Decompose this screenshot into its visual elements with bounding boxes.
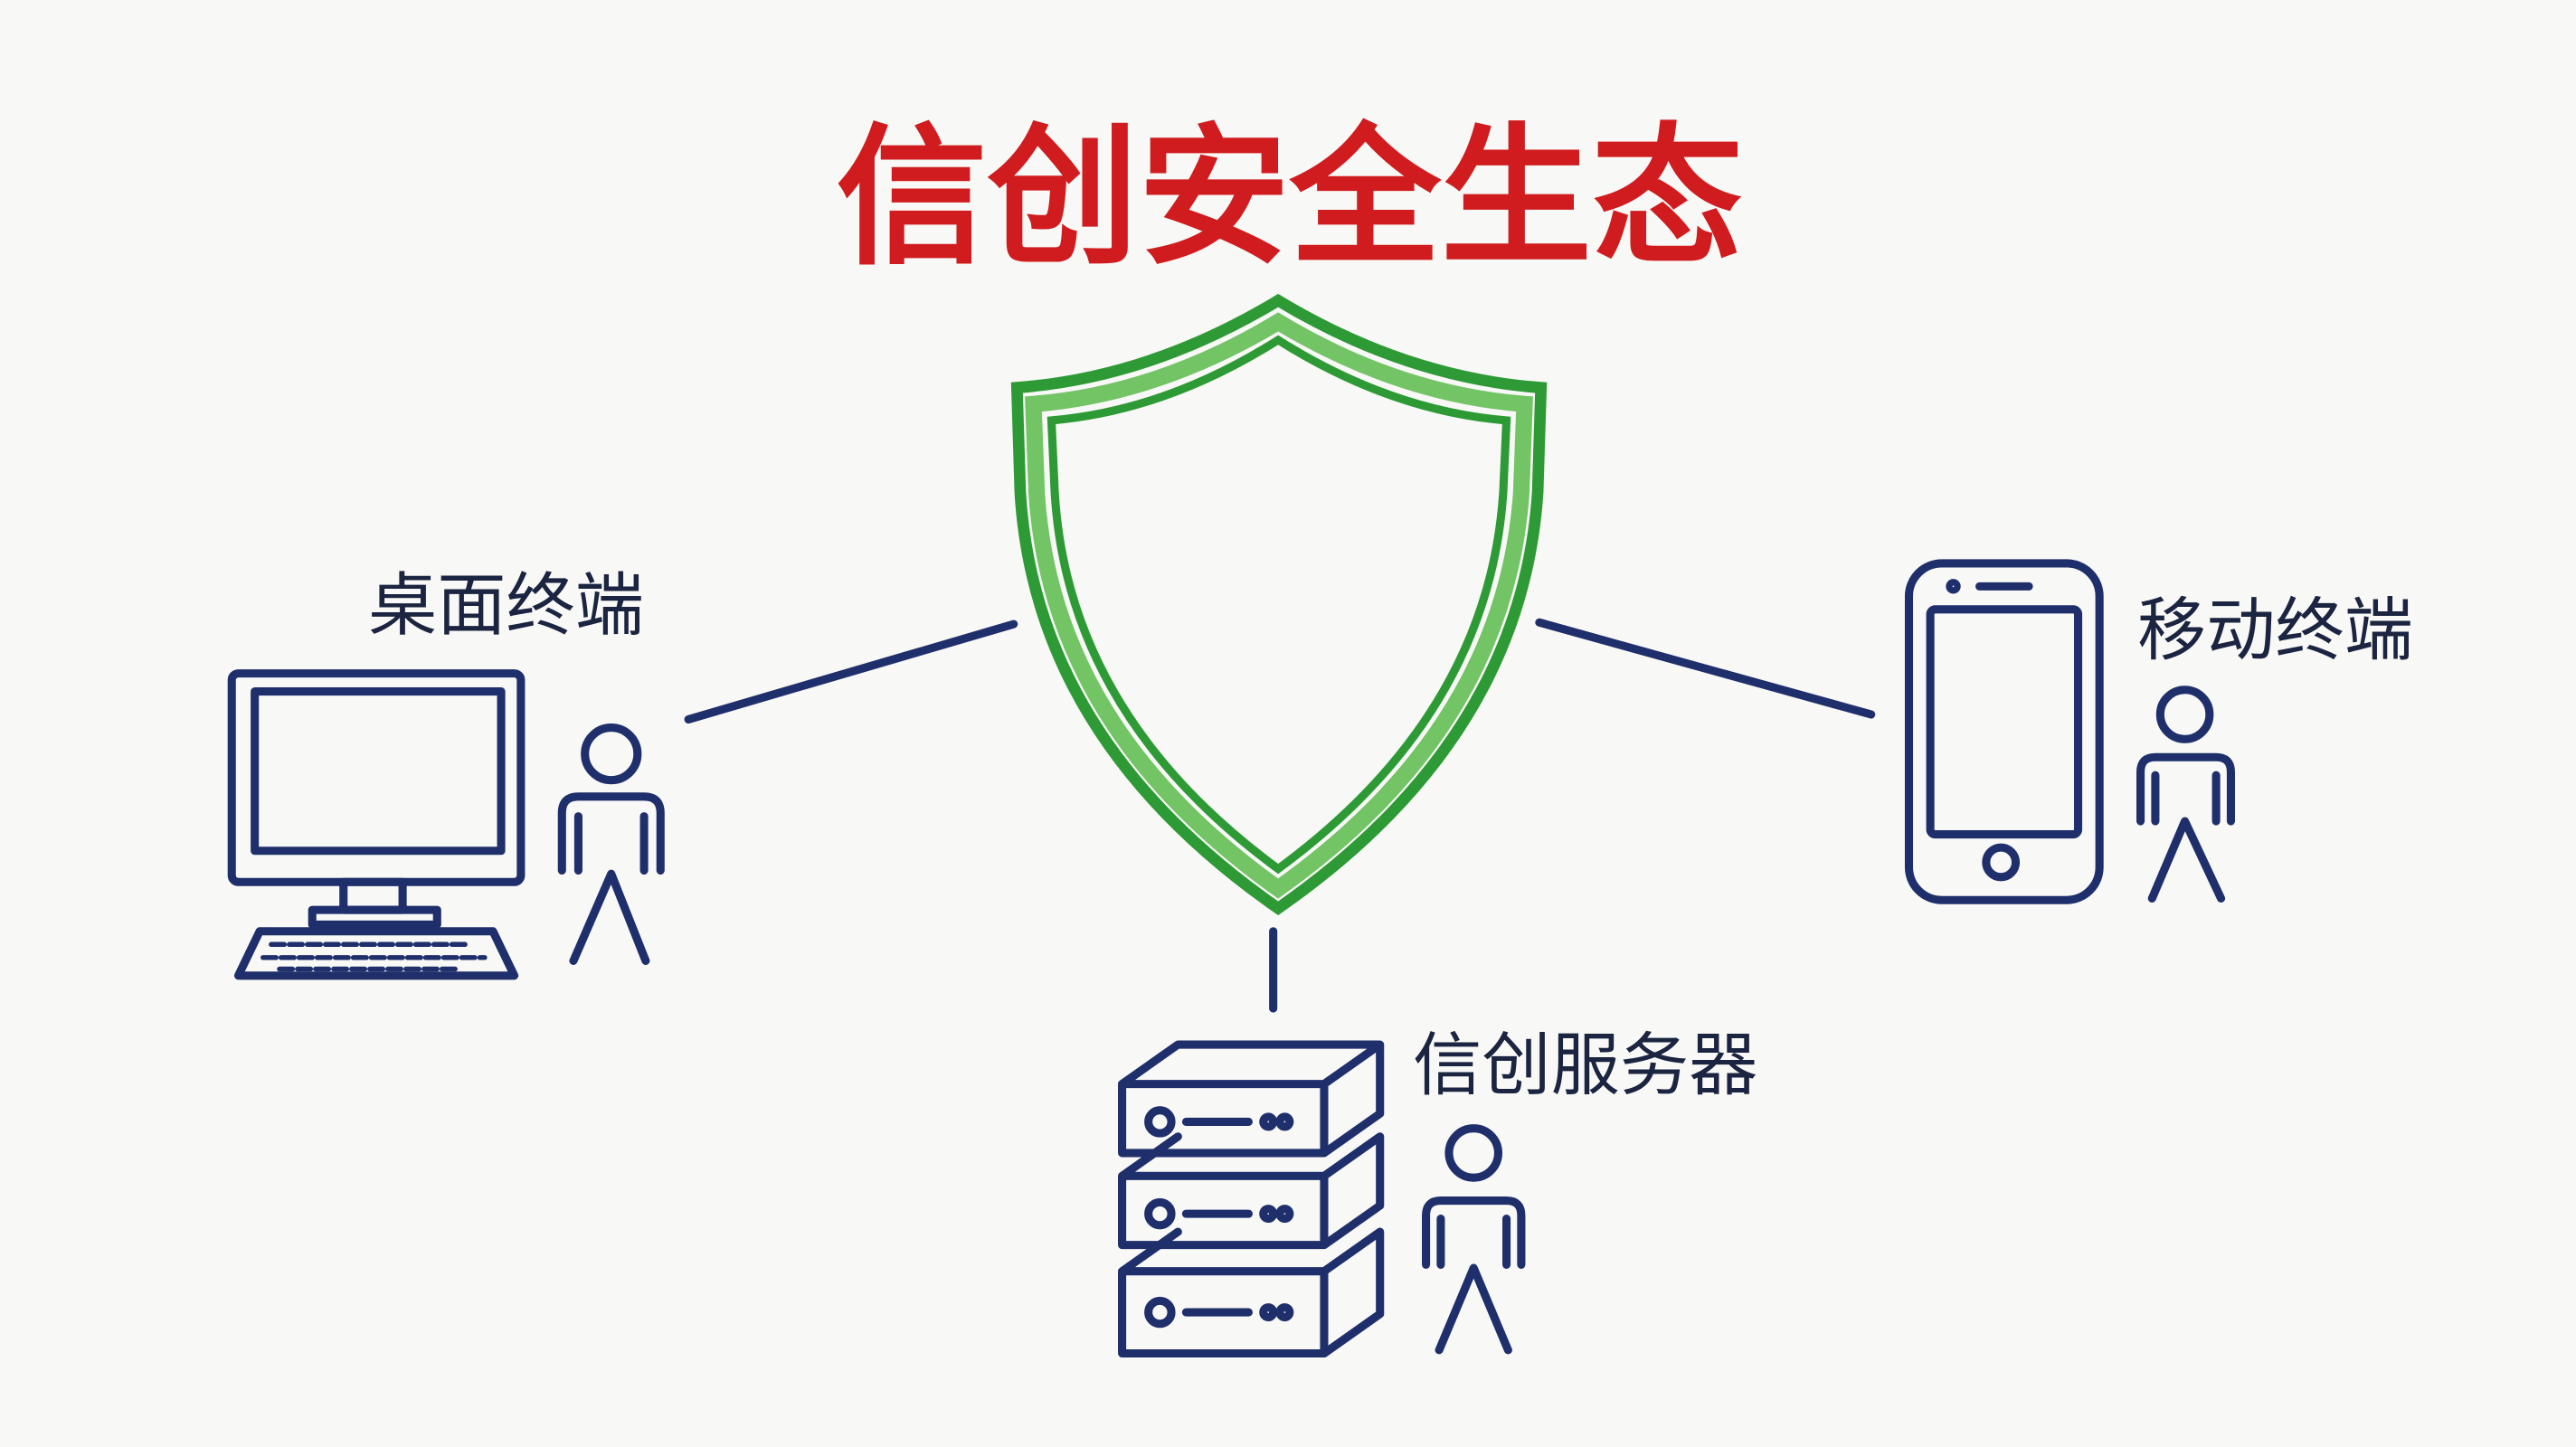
desktop-computer-icon	[227, 669, 526, 980]
connector-mobile	[1535, 618, 1876, 719]
diagram-title: 信创安全生态	[837, 110, 1743, 286]
server-user-icon	[1422, 1124, 1526, 1355]
server-label: 信创服务器	[1413, 1025, 1757, 1105]
server-rack-icon	[1118, 1040, 1385, 1358]
desktop-user-icon	[557, 724, 665, 965]
mobile-user-icon	[2136, 686, 2235, 903]
connector-desktop	[684, 619, 1018, 724]
shield-icon	[1010, 293, 1548, 916]
mobile-label: 移动终端	[2137, 590, 2413, 670]
desktop-label: 桌面终端	[368, 565, 644, 646]
mobile-phone-icon	[1904, 559, 2104, 904]
